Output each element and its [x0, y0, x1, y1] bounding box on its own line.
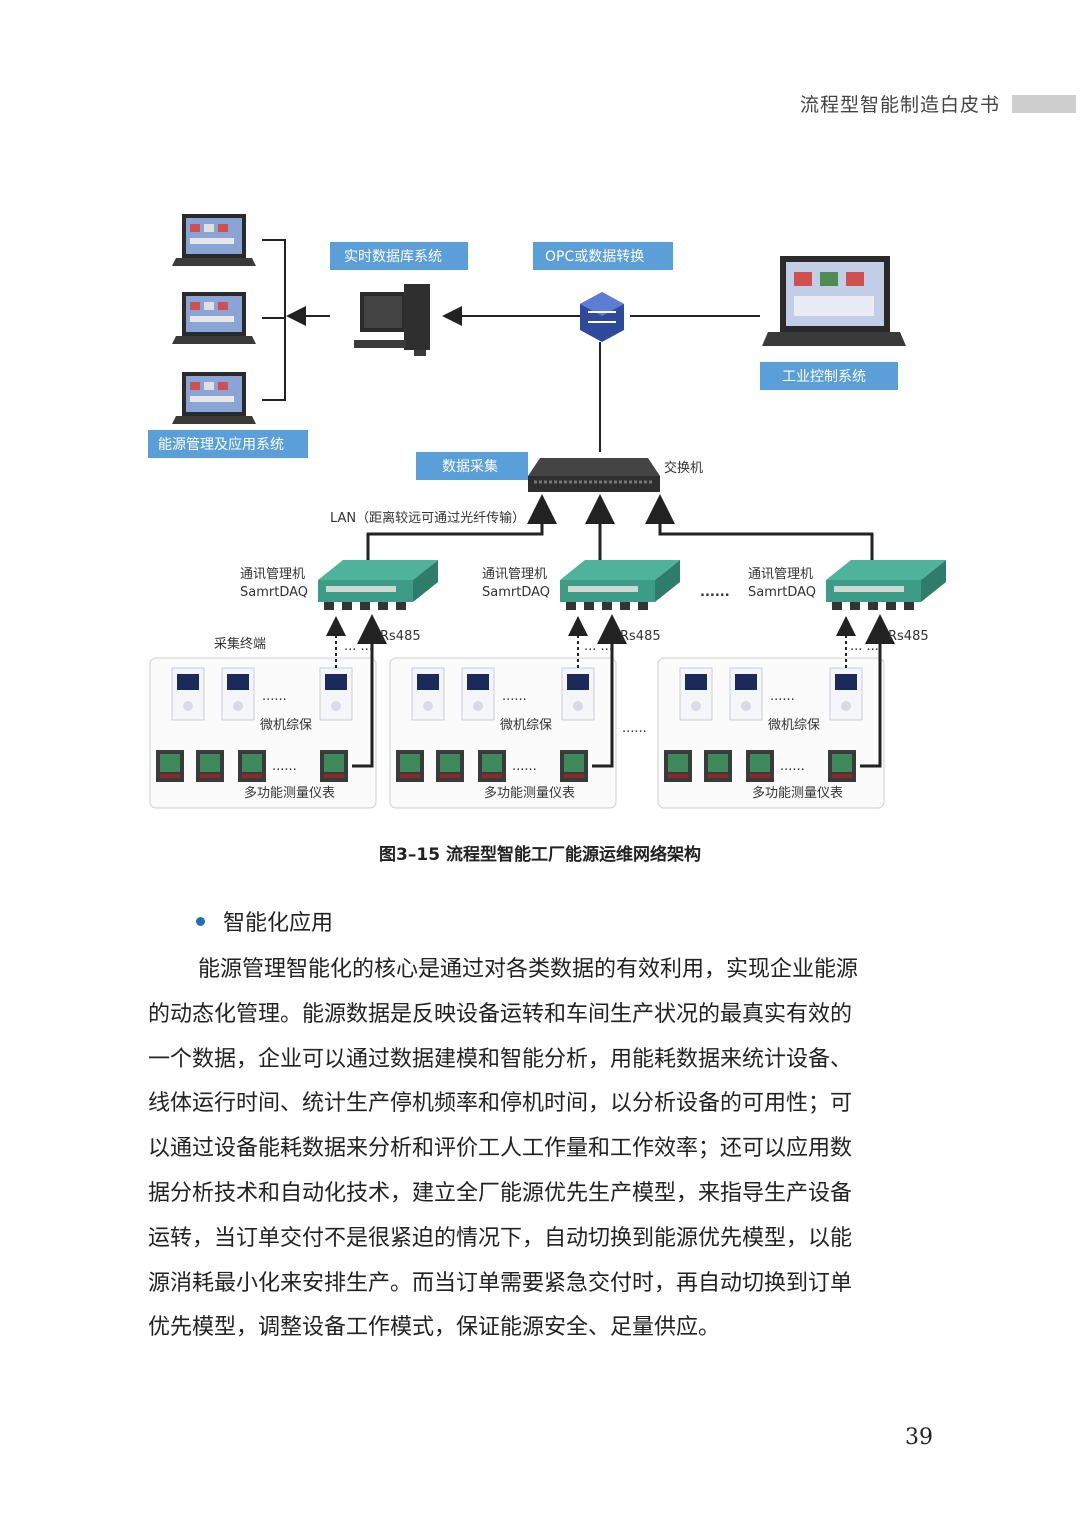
- body-line: 据分析技术和自动化技术，建立全厂能源优先生产模型，来指导生产设备: [148, 1180, 853, 1206]
- ics-label-box: [760, 362, 898, 390]
- group-ellipsis: ......: [622, 721, 647, 736]
- relay-2c: [561, 667, 595, 721]
- comm-label-2-line2: SamrtDAQ: [482, 585, 550, 600]
- comm-label-3-line2: SamrtDAQ: [748, 585, 816, 600]
- relay-dots-2: ......: [502, 689, 527, 704]
- relay-label-2: 微机综保: [500, 718, 552, 733]
- body-line: 的动态化管理。能源数据是反映设备运转和车间生产状况的最真实有效的: [148, 1001, 853, 1027]
- relay-3b: [729, 667, 763, 721]
- meter-dots-1: ......: [272, 759, 297, 774]
- comm-device-1: [318, 560, 438, 610]
- opc-label-box: [533, 242, 673, 270]
- relay-dots-1: ......: [262, 689, 287, 704]
- relay-2b: [461, 667, 495, 721]
- comm-device-3: [826, 560, 946, 610]
- link-dots-2: ... ...: [584, 639, 613, 654]
- daq-label: 数据采集: [442, 458, 498, 475]
- lan-line-3: [645, 494, 874, 566]
- body-line: 优先模型，调整设备工作模式，保证能源安全、足量供应。: [148, 1315, 721, 1341]
- relay-3a: [679, 667, 713, 721]
- comm-label-2-line1: 通讯管理机: [482, 567, 547, 582]
- rtdb-computer-icon: [354, 284, 430, 356]
- meter-1b: [196, 750, 224, 782]
- relay-label-1: 微机综保: [260, 718, 312, 733]
- link-dots-1: ... ...: [344, 639, 373, 654]
- rs485-line-2: [592, 614, 627, 768]
- ems-label-box: [148, 430, 308, 458]
- rs485-label-3: Rs485: [888, 629, 929, 644]
- bullet-icon: [196, 916, 205, 926]
- running-header-title: 流程型智能制造白皮书: [800, 94, 1001, 116]
- rs485-label-2: Rs485: [620, 629, 661, 644]
- daq-label-box: [416, 452, 528, 480]
- section-heading: 智能化应用: [196, 905, 333, 937]
- rs485-line-3: [860, 614, 895, 768]
- meter-3a: [664, 750, 692, 782]
- comm-label-3-line1: 通讯管理机: [748, 567, 813, 582]
- link-dots-3: ... ...: [850, 639, 879, 654]
- meter-label-3: 多功能测量仪表: [752, 785, 843, 801]
- ems-laptop-2: [172, 292, 256, 344]
- meter-dots-2: ......: [512, 759, 537, 774]
- meter-2d: [560, 750, 588, 782]
- network-architecture-diagram: 能源管理及应用系统 实时数据库系统 OPC或数据转换 工业控制系统 数据采集: [148, 214, 946, 809]
- rs485-line-1: [352, 614, 387, 768]
- ems-laptop-3: [172, 372, 256, 424]
- comm-label-1-line2: SamrtDAQ: [240, 585, 308, 600]
- relay-1a: [171, 667, 205, 721]
- relay-label-3: 微机综保: [768, 718, 820, 733]
- meter-1c: [238, 750, 266, 782]
- meter-1d: [320, 750, 348, 782]
- ics-label: 工业控制系统: [782, 369, 866, 385]
- comm-ellipsis: ......: [700, 585, 730, 600]
- opc-converter-icon: [580, 292, 624, 342]
- ems-laptop-1: [172, 214, 256, 266]
- opc-label: OPC或数据转换: [545, 248, 644, 265]
- meter-3c: [746, 750, 774, 782]
- switch-icon: [528, 458, 660, 492]
- rtdb-label: 实时数据库系统: [344, 249, 442, 265]
- body-line: 运转，当订单交付不是很紧迫的情况下，自动切换到能源优先模型，以能: [148, 1225, 853, 1251]
- body-line: 一个数据，企业可以通过数据建模和智能分析，用能耗数据来统计设备、: [148, 1046, 853, 1072]
- relay-dots-3: ......: [770, 689, 795, 704]
- comm-device-2: [560, 560, 680, 610]
- lan-label: LAN（距离较远可通过光纤传输）: [330, 510, 525, 526]
- meter-3b: [704, 750, 732, 782]
- relay-1b: [221, 667, 255, 721]
- meter-label-1: 多功能测量仪表: [244, 785, 335, 801]
- ems-label: 能源管理及应用系统: [158, 436, 284, 453]
- terminal-label: 采集终端: [214, 636, 266, 652]
- rtdb-label-box: [330, 242, 468, 270]
- relay-2a: [411, 667, 445, 721]
- lan-line-1: [366, 494, 557, 566]
- body-paragraph: 能源管理智能化的核心是通过对各类数据的有效利用，实现企业能源 的动态化管理。能源…: [148, 948, 938, 1351]
- page-number: 39: [905, 1425, 933, 1450]
- meter-dots-3: ......: [780, 759, 805, 774]
- meter-label-2: 多功能测量仪表: [484, 785, 575, 801]
- rs485-label-1: Rs485: [380, 629, 421, 644]
- section-heading-text: 智能化应用: [223, 911, 334, 936]
- body-line: 线体运行时间、统计生产停机频率和停机时间，以分析设备的可用性；可: [148, 1091, 853, 1117]
- comm-label-1-line1: 通讯管理机: [240, 567, 305, 582]
- body-line: 源消耗最小化来安排生产。而当订单需要紧急交付时，再自动切换到订单: [148, 1270, 853, 1296]
- body-line: 能源管理智能化的核心是通过对各类数据的有效利用，实现企业能源: [198, 957, 859, 982]
- meter-2a: [396, 750, 424, 782]
- relay-3c: [829, 667, 863, 721]
- ics-laptop-icon: [762, 256, 906, 346]
- meter-3d: [828, 750, 856, 782]
- meter-1a: [156, 750, 184, 782]
- running-header-bar: [1012, 95, 1076, 113]
- meter-2b: [436, 750, 464, 782]
- switch-label: 交换机: [664, 460, 703, 476]
- figure-caption: 图3–15 流程型智能工厂能源运维网络架构: [379, 845, 701, 865]
- relay-1c: [319, 667, 353, 721]
- meter-2c: [478, 750, 506, 782]
- ems-bracket: [262, 239, 286, 401]
- body-line: 以通过设备能耗数据来分析和评价工人工作量和工作效率；还可以应用数: [148, 1136, 853, 1162]
